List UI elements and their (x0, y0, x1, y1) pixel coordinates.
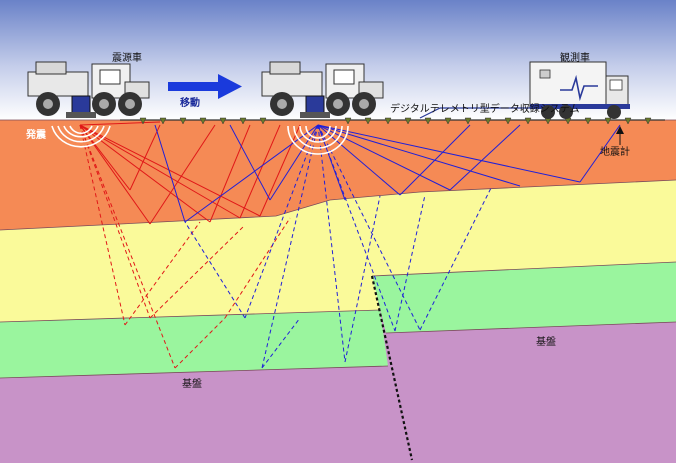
source-waves-left (51, 125, 111, 148)
move-arrow (168, 74, 242, 99)
vibrator-truck-left (27, 61, 150, 118)
vibrator-truck-label: 震源車 (112, 51, 142, 64)
geophone-array (120, 117, 665, 125)
basement-label-right: 基盤 (536, 335, 556, 348)
recording-truck-label: 観測車 (560, 51, 590, 64)
basement-label-left: 基盤 (182, 377, 202, 390)
source-waves-right (287, 125, 349, 155)
vibrator-truck-right (261, 61, 384, 118)
move-label: 移動 (180, 96, 200, 109)
recording-truck (419, 61, 630, 119)
layer1 (0, 120, 676, 230)
fault-line (370, 275, 414, 461)
layer2 (0, 180, 676, 322)
source-label: 発震 (25, 128, 47, 141)
red-rays (79, 121, 301, 369)
geophone-label: 地震計 (600, 145, 630, 158)
layer3-left (0, 310, 388, 378)
telemetry-system-label: デジタルテレメトリ型データ収録システム (390, 102, 580, 115)
geophone-pointer (616, 126, 624, 145)
layer3-right (372, 262, 676, 333)
